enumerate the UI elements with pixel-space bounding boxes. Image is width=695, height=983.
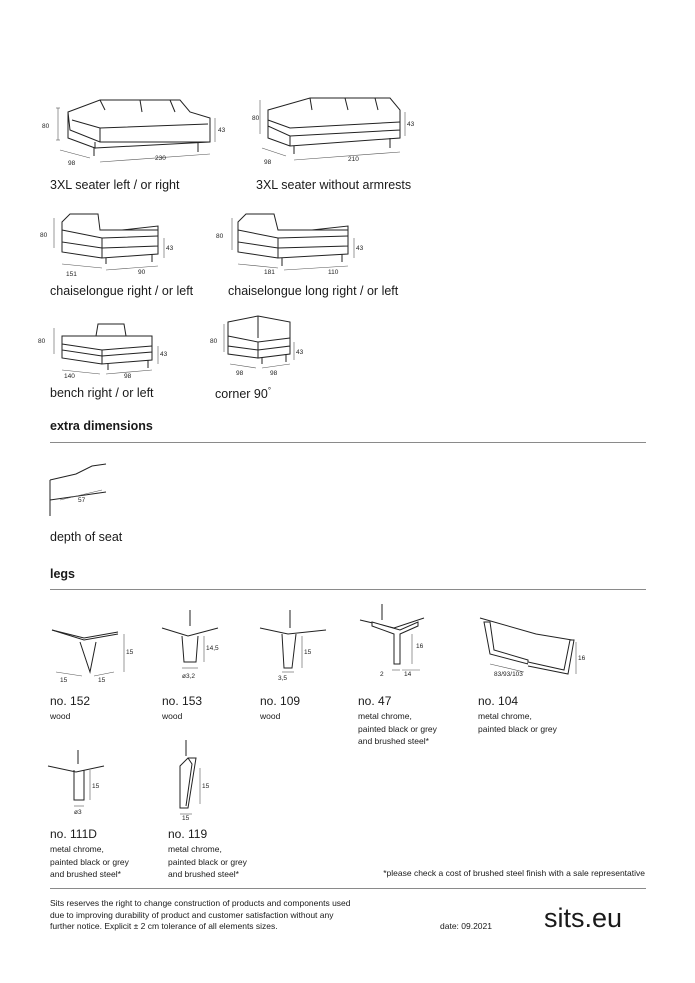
chaiselongue-drawing: 80 43 151 90: [40, 213, 174, 278]
dim-depth: 181: [264, 269, 275, 276]
brushed-steel-note: *please check a cost of brushed steel fi…: [383, 868, 645, 878]
dim-seat-height: 43: [218, 127, 226, 134]
legs-heading: legs: [50, 567, 76, 581]
dim-seat-height: 43: [166, 245, 174, 252]
degree-sign: °: [267, 386, 272, 395]
dim-length: 15: [60, 677, 68, 684]
leg-111d-drawing: 15 ø3: [47, 750, 105, 816]
extra-dimensions-heading: extra dimensions: [50, 419, 153, 433]
section-divider: [50, 442, 646, 443]
dim-height: 80: [40, 232, 48, 239]
dim-depth: 98: [236, 370, 244, 377]
dim-depth: 98: [264, 159, 272, 166]
leg-119-number: no. 119: [168, 827, 208, 841]
dim-width: 98: [270, 370, 278, 377]
dim-width: 110: [328, 269, 339, 276]
sofa-3xl-no-armrest-drawing: 80 43 98 210: [252, 97, 415, 166]
dim-width: 14: [404, 671, 412, 678]
leg-152-material: wood: [50, 711, 71, 721]
sofa-3xl-seater-caption: 3XL seater left / or right: [50, 178, 180, 192]
seat-depth-caption: depth of seat: [50, 530, 123, 544]
dim-height: 16: [578, 655, 586, 662]
date-label: date: 09.2021: [440, 921, 492, 931]
leg-152-number: no. 152: [50, 694, 91, 708]
dim-height: 80: [38, 338, 46, 345]
leg-119-material: metal chrome, painted black or grey and …: [168, 844, 247, 879]
disclaimer: Sits reserves the right to change constr…: [50, 898, 351, 933]
dim-seat-height: 43: [407, 121, 415, 128]
dim-width: 15: [182, 815, 190, 822]
dim-height: 15: [202, 783, 210, 790]
section-divider: [50, 589, 646, 590]
corner-caption: corner 90°: [215, 386, 271, 401]
dim-seat-height: 43: [296, 349, 304, 356]
leg-109-material: wood: [260, 711, 281, 721]
leg-152-drawing: 15 15 15: [51, 629, 134, 684]
disclaimer-line: further notice. Explicit ± 2 cm toleranc…: [50, 921, 278, 931]
dim-width: 98: [124, 373, 132, 380]
dim-length: 83/93/103: [494, 671, 523, 678]
dim-height: 16: [416, 643, 424, 650]
bench-caption: bench right / or left: [50, 386, 154, 400]
corner-drawing: 80 43 98 98: [210, 315, 304, 377]
leg-153-number: no. 153: [162, 694, 203, 708]
leg-153-drawing: 14,5 ø3,2: [161, 610, 219, 680]
seat-depth-drawing: 57: [49, 463, 107, 516]
dim-height: 14,5: [206, 645, 219, 652]
dim-width: 90: [138, 269, 146, 276]
leg-119-drawing: 15 15: [179, 740, 210, 822]
leg-111d-material: metal chrome, painted black or grey and …: [50, 844, 129, 879]
dim-height: 80: [216, 233, 224, 240]
dim-depth: 98: [68, 160, 76, 167]
dim-height: 80: [42, 123, 50, 130]
brand-logo: sits.eu: [544, 903, 623, 933]
dim-width: 210: [348, 156, 359, 163]
dim-diameter: ø3: [74, 809, 82, 816]
sofa-3xl-seater-drawing: 80 43 98 230: [42, 99, 226, 167]
bench-drawing: 80 43 140 98: [38, 323, 168, 380]
leg-104-drawing: 83/93/103 16: [479, 617, 586, 678]
dim-depth: 151: [66, 271, 77, 278]
dim-thickness: 2: [380, 671, 384, 678]
dim-seat-height: 43: [356, 245, 364, 252]
leg-104-number: no. 104: [478, 694, 519, 708]
dim-width: 3,5: [278, 675, 287, 682]
disclaimer-line: due to improving durability of product a…: [50, 909, 334, 920]
sofa-3xl-no-armrest-caption: 3XL seater without armrests: [256, 178, 412, 192]
leg-111d-number: no. 111D: [50, 827, 97, 841]
dim-width: 230: [155, 155, 166, 162]
leg-109-drawing: 15 3,5: [259, 610, 327, 682]
leg-153-material: wood: [162, 711, 183, 721]
footer-divider: [50, 888, 646, 889]
leg-47-number: no. 47: [358, 694, 392, 708]
chaiselongue-long-drawing: 80 43 181 110: [216, 213, 364, 276]
corner-caption-text: corner 90: [215, 387, 268, 402]
dim-seat-depth: 57: [78, 497, 86, 504]
leg-104-material: metal chrome, painted black or grey: [478, 711, 557, 734]
dim-height: 80: [210, 338, 218, 345]
leg-109-number: no. 109: [260, 694, 301, 708]
chaiselongue-long-caption: chaiselongue long right / or left: [228, 284, 399, 298]
chaiselongue-caption: chaiselongue right / or left: [50, 284, 194, 298]
leg-47-material: metal chrome, painted black or grey and …: [358, 711, 437, 746]
dim-height: 80: [252, 115, 260, 122]
dim-height: 15: [126, 649, 134, 656]
dim-diameter: ø3,2: [182, 673, 195, 680]
dim-seat-height: 43: [160, 351, 168, 358]
dim-depth: 140: [64, 373, 75, 380]
dim-height: 15: [92, 783, 100, 790]
leg-47-drawing: 16 2 14: [359, 604, 425, 678]
dim-height: 15: [304, 649, 312, 656]
disclaimer-line: Sits reserves the right to change constr…: [50, 898, 351, 908]
dim-width: 15: [98, 677, 106, 684]
